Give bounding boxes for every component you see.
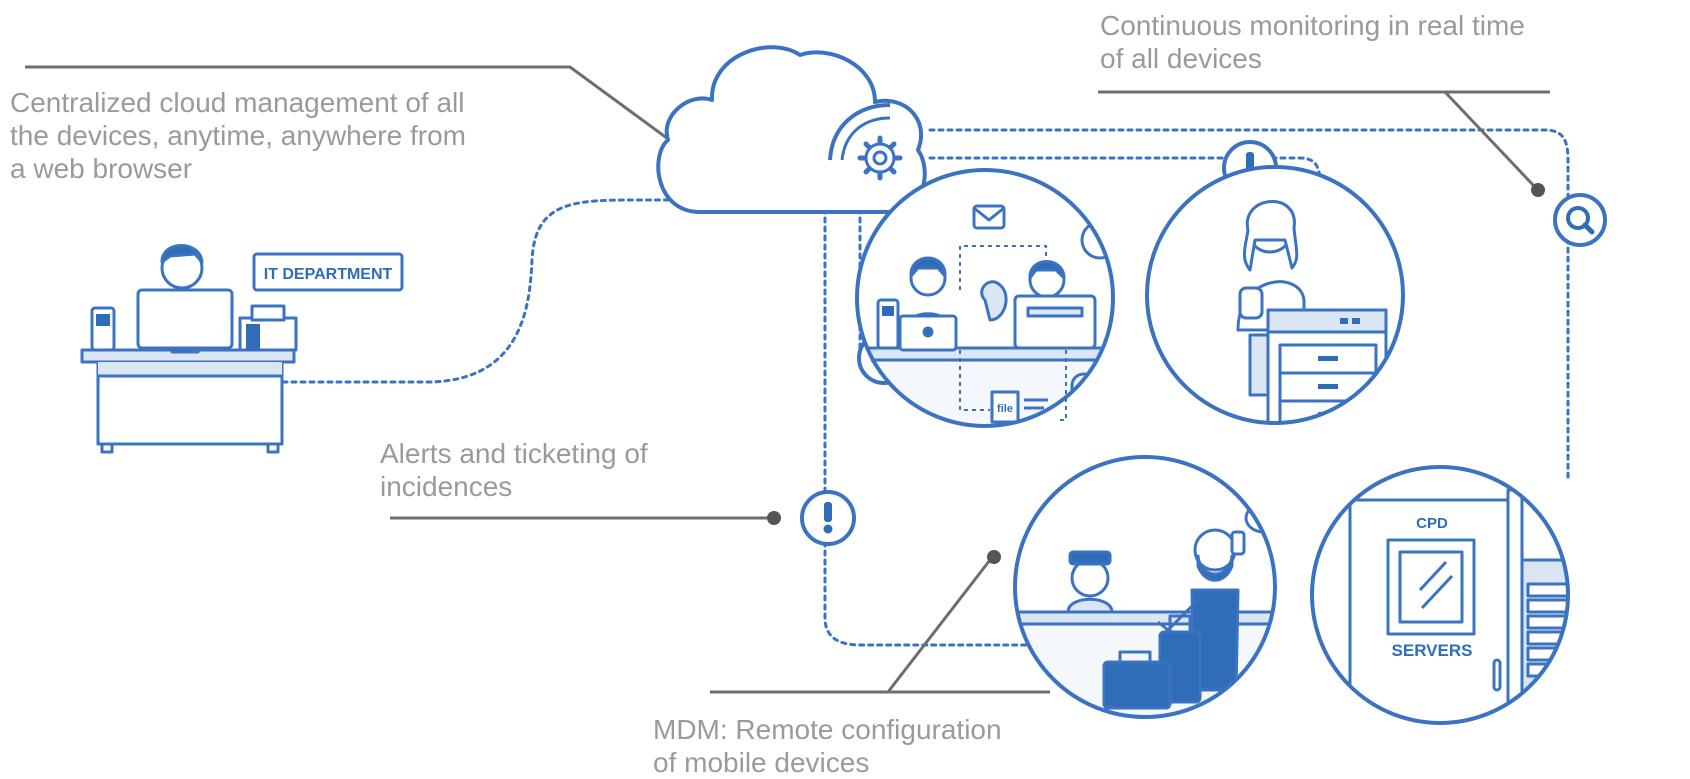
caption-mdm: MDM: Remote configuration of mobile devi… (653, 714, 1002, 778)
alert-icon-bottom (800, 490, 856, 546)
it-department-illustration (80, 244, 404, 454)
cloud-icon (656, 45, 927, 214)
caption-alerts-ticketing: Alerts and ticketing of incidences (380, 438, 648, 502)
gear-icon (857, 135, 903, 181)
connection-cloud-to-server (928, 128, 1570, 484)
leader-monitoring-diag (1443, 90, 1537, 189)
file-label: file (997, 403, 1013, 415)
search-icon-monitoring (1553, 193, 1607, 247)
travel-illustration (1013, 455, 1277, 719)
it-department-sign (252, 252, 404, 292)
it-monitor (136, 288, 234, 350)
servers-label: SERVERS (1392, 641, 1473, 660)
cpd-label: CPD (1416, 515, 1448, 532)
connection-it-to-cloud (263, 198, 772, 384)
office-illustration: file (855, 168, 1115, 428)
leader-mdm-diag (886, 559, 992, 693)
connection-cloud-to-travel (823, 198, 1132, 647)
server-room-illustration: CPD SERVERS (1310, 465, 1570, 725)
it-department-label: IT DEPARTMENT (264, 266, 393, 283)
caption-cloud-management: Centralized cloud management of all the … (10, 87, 466, 184)
printer-illustration (1145, 165, 1405, 425)
caption-continuous-monitoring: Continuous monitoring in real time of al… (1100, 10, 1525, 74)
